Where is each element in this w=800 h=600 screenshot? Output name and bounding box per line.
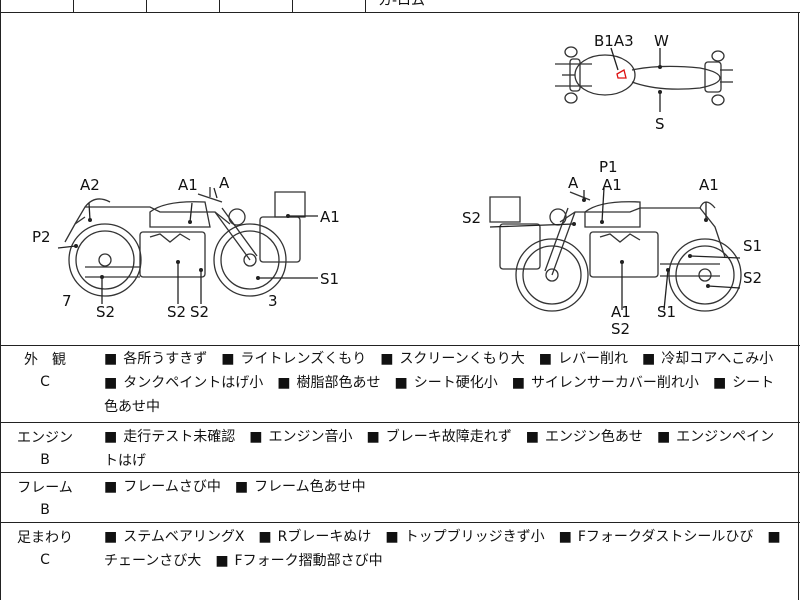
bullet-square-icon: ■ [538,351,552,367]
section-frame-grade: B [40,502,50,518]
header-cut-text: カ-ロム [378,0,426,9]
condition-item: レバー削れ [557,351,628,367]
condition-item: Rブレーキぬけ [277,529,372,545]
left-label-7: 7 [62,292,72,310]
section-engine-items: ■ 走行テスト未確認 ■ エンジン音小 ■ ブレーキ故障走れず ■ エンジン色あせ ■エ… [104,425,788,473]
condition-item: 樹脂部色あせ [296,375,381,391]
bullet-square-icon: ■ [380,351,394,367]
motorcycle-drawings [57,46,742,312]
section-suspension-items: ■ ステムベアリングX ■ Rブレーキぬけ ■ トップブリッジきず小 ■ Fフォークダス… [104,525,788,573]
condition-item: タンクペイントはげ小 [123,375,264,391]
condition-item: Fフォークダストシールひび [577,529,754,545]
left-label-a: A [219,174,230,192]
right-label-a1-tail: A1 [699,176,719,194]
bullet-square-icon: ■ [712,375,727,391]
left-label-s1: S1 [320,270,340,288]
section-exterior-grade: C [40,374,50,390]
right-label-a1-tank: A1 [602,176,622,194]
right-label-p1: P1 [599,158,618,176]
section-exterior-items: ■ 各所うすきず ■ ライトレンズくもり ■ スクリーンくもり大 ■ レバー削れ ■ 冷却… [104,347,788,419]
bullet-square-icon: ■ [258,529,272,545]
bullet-square-icon: ■ [511,375,525,391]
bullet-square-icon: ■ [394,375,408,391]
left-side-motorcycle [57,187,318,304]
bullet-square-icon: ■ [234,479,249,495]
section-frame-items: ■ フレームさび中 ■ フレーム色あせ中 [104,475,788,499]
bullet-square-icon: ■ [249,429,263,445]
bullet-square-icon: ■ [767,529,781,545]
section-engine-header: エンジン B [0,427,90,471]
left-label-s2-mid2: S2 [190,303,210,321]
bullet-square-icon: ■ [104,375,118,391]
condition-item: ライトレンズくもり [240,351,367,367]
section-suspension-header: 足まわり C [0,527,90,571]
left-label-a1-case: A1 [320,208,340,226]
section-frame-name: フレーム [17,480,73,496]
right-label-a-mirror: A [568,174,579,192]
right-label-s2-low: S2 [611,320,631,338]
bullet-square-icon: ■ [366,429,380,445]
bullet-square-icon: ■ [104,479,118,495]
condition-item: Fフォーク摺動部さび中 [234,553,383,569]
bullet-square-icon: ■ [525,429,539,445]
left-label-p2: P2 [32,228,51,246]
condition-item: シート色あせ中 [104,375,775,415]
condition-item: エンジン音小 [268,429,353,445]
section-engine-name: エンジン [17,430,73,446]
outer-frame [0,12,799,600]
section-exterior-name: 外 観 [24,352,66,368]
top-view-label-w: W [654,32,669,50]
right-label-a1-low: A1 [611,303,631,321]
condition-item: シート硬化小 [413,375,498,391]
top-view-label-s: S [655,115,665,133]
condition-item: スクリーンくもり大 [399,351,525,367]
condition-item: 各所うすきず [123,351,208,367]
condition-item: ブレーキ故障走れず [385,429,512,445]
bullet-square-icon: ■ [104,529,118,545]
bullet-square-icon: ■ [215,553,229,569]
bullet-square-icon: ■ [385,529,399,545]
left-label-3: 3 [268,292,278,310]
bullet-square-icon: ■ [656,429,671,445]
section-exterior: 外 観 C ■ 各所うすきず ■ ライトレンズくもり ■ スクリーンくもり大 ■ レバー… [0,345,800,423]
condition-item: サイレンサーカバー削れ小 [530,375,699,391]
section-suspension-grade: C [40,552,50,568]
damage-diagram: B1A3 W S A2 A1 A P2 A1 S1 7 S2 S2 S2 3 P… [0,12,800,346]
left-label-s2-mid1: S2 [167,303,187,321]
condition-item: チェーンさび大 [104,553,202,569]
left-label-a2: A2 [80,176,100,194]
header-cut-row: カ-ロム [0,0,800,13]
bullet-square-icon: ■ [641,351,656,367]
bullet-square-icon: ■ [104,429,118,445]
condition-item: フレームさび中 [123,479,221,495]
section-frame: フレーム B ■ フレームさび中 ■ フレーム色あせ中 [0,473,800,523]
section-engine: エンジン B ■走行テスト未確認 ■エンジン音小 ■ブレーキ故障走れず ■エンジ… [0,423,800,473]
left-label-a1-tank: A1 [178,176,198,194]
condition-item: 走行テスト未確認 [123,429,236,445]
bullet-square-icon: ■ [277,375,291,391]
section-engine-grade: B [40,452,50,468]
right-label-s2-rear: S2 [743,269,763,287]
condition-item: エンジンペイントはげ [104,429,775,469]
condition-item: ステムベアリングX [123,529,245,545]
condition-item: エンジン色あせ [544,429,643,445]
left-label-s2-front: S2 [96,303,116,321]
section-suspension-name: 足まわり [17,530,73,546]
bullet-square-icon: ■ [221,351,235,367]
section-frame-header: フレーム B [0,477,90,521]
right-label-s1-upper: S1 [743,237,763,255]
condition-item: 冷却コアへこみ小 [661,351,774,367]
top-view-motorcycle [555,46,733,112]
top-view-label-b1a3: B1A3 [594,32,634,50]
bullet-square-icon: ■ [104,351,118,367]
right-label-s2-case: S2 [462,209,482,227]
right-label-s1-low: S1 [657,303,677,321]
condition-item: フレーム色あせ中 [254,479,366,495]
bullet-square-icon: ■ [558,529,572,545]
section-suspension: 足まわり C ■ ステムベアリングX ■ Rブレーキぬけ ■ トップブリッジきず小 ■… [0,523,800,600]
section-exterior-header: 外 観 C [0,349,90,393]
condition-item: トップブリッジきず小 [404,529,545,545]
right-side-motorcycle [489,187,742,312]
